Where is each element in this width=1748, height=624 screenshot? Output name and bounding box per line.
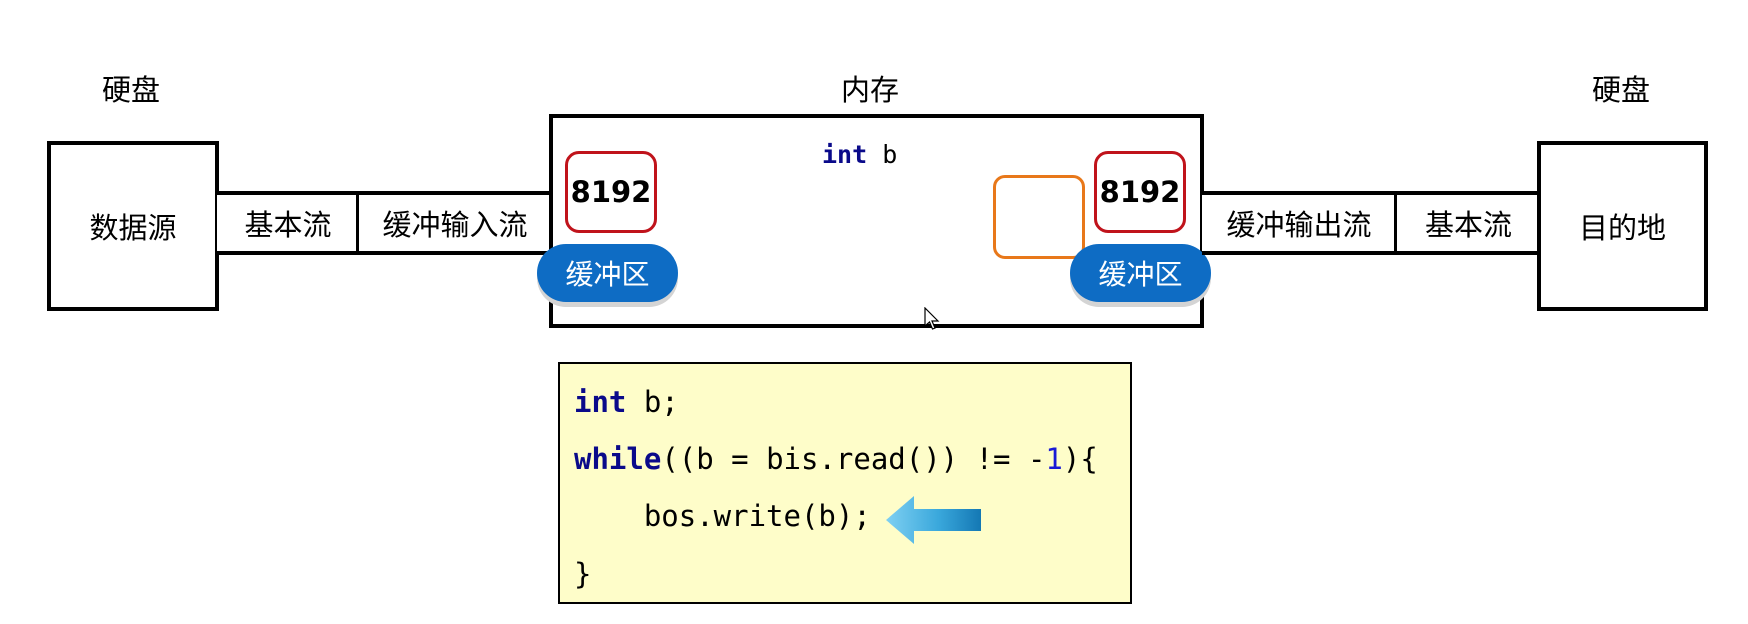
left-basic-stream: 基本流 <box>217 191 359 255</box>
code-number: 1 <box>1045 442 1063 476</box>
right-buffer-label: 缓冲区 <box>1070 244 1211 302</box>
mouse-pointer-icon <box>924 307 940 330</box>
right-basic-stream: 基本流 <box>1397 191 1540 255</box>
code-line-3: bos.write(b); <box>574 499 871 533</box>
code-keyword-int: int <box>574 385 627 419</box>
empty-byte-slot <box>993 175 1085 259</box>
right-stream-divider <box>1394 191 1398 255</box>
code-keyword-while: while <box>574 442 662 476</box>
data-source-box: 数据源 <box>47 141 219 311</box>
left-arrow-icon <box>886 496 981 544</box>
memory-variable: int b <box>822 140 897 169</box>
buffered-output-stream: 缓冲输出流 <box>1202 191 1396 255</box>
left-stream-divider <box>356 191 360 255</box>
destination-box: 目的地 <box>1537 141 1708 311</box>
left-disk-label: 硬盘 <box>101 72 160 107</box>
left-buffer-count: 8192 <box>565 151 657 233</box>
right-disk-label: 硬盘 <box>1591 72 1650 107</box>
right-buffer-count: 8192 <box>1094 151 1186 233</box>
variable-type: int <box>822 140 868 169</box>
code-line-2-mid: ((b = bis.read()) != - <box>661 442 1046 476</box>
code-line-1: int b; <box>574 388 679 417</box>
code-line-2-end: ){ <box>1062 442 1098 476</box>
left-buffer-label: 缓冲区 <box>537 244 678 302</box>
code-line-1-rest: b; <box>626 385 679 419</box>
variable-name: b <box>882 140 898 169</box>
buffered-input-stream: 缓冲输入流 <box>359 191 551 255</box>
code-panel: int b; while((b = bis.read()) != -1){ bo… <box>558 362 1132 604</box>
code-line-4: } <box>574 557 592 591</box>
code-line-2: while((b = bis.read()) != -1){ <box>574 445 1098 474</box>
memory-label: 内存 <box>840 72 899 107</box>
